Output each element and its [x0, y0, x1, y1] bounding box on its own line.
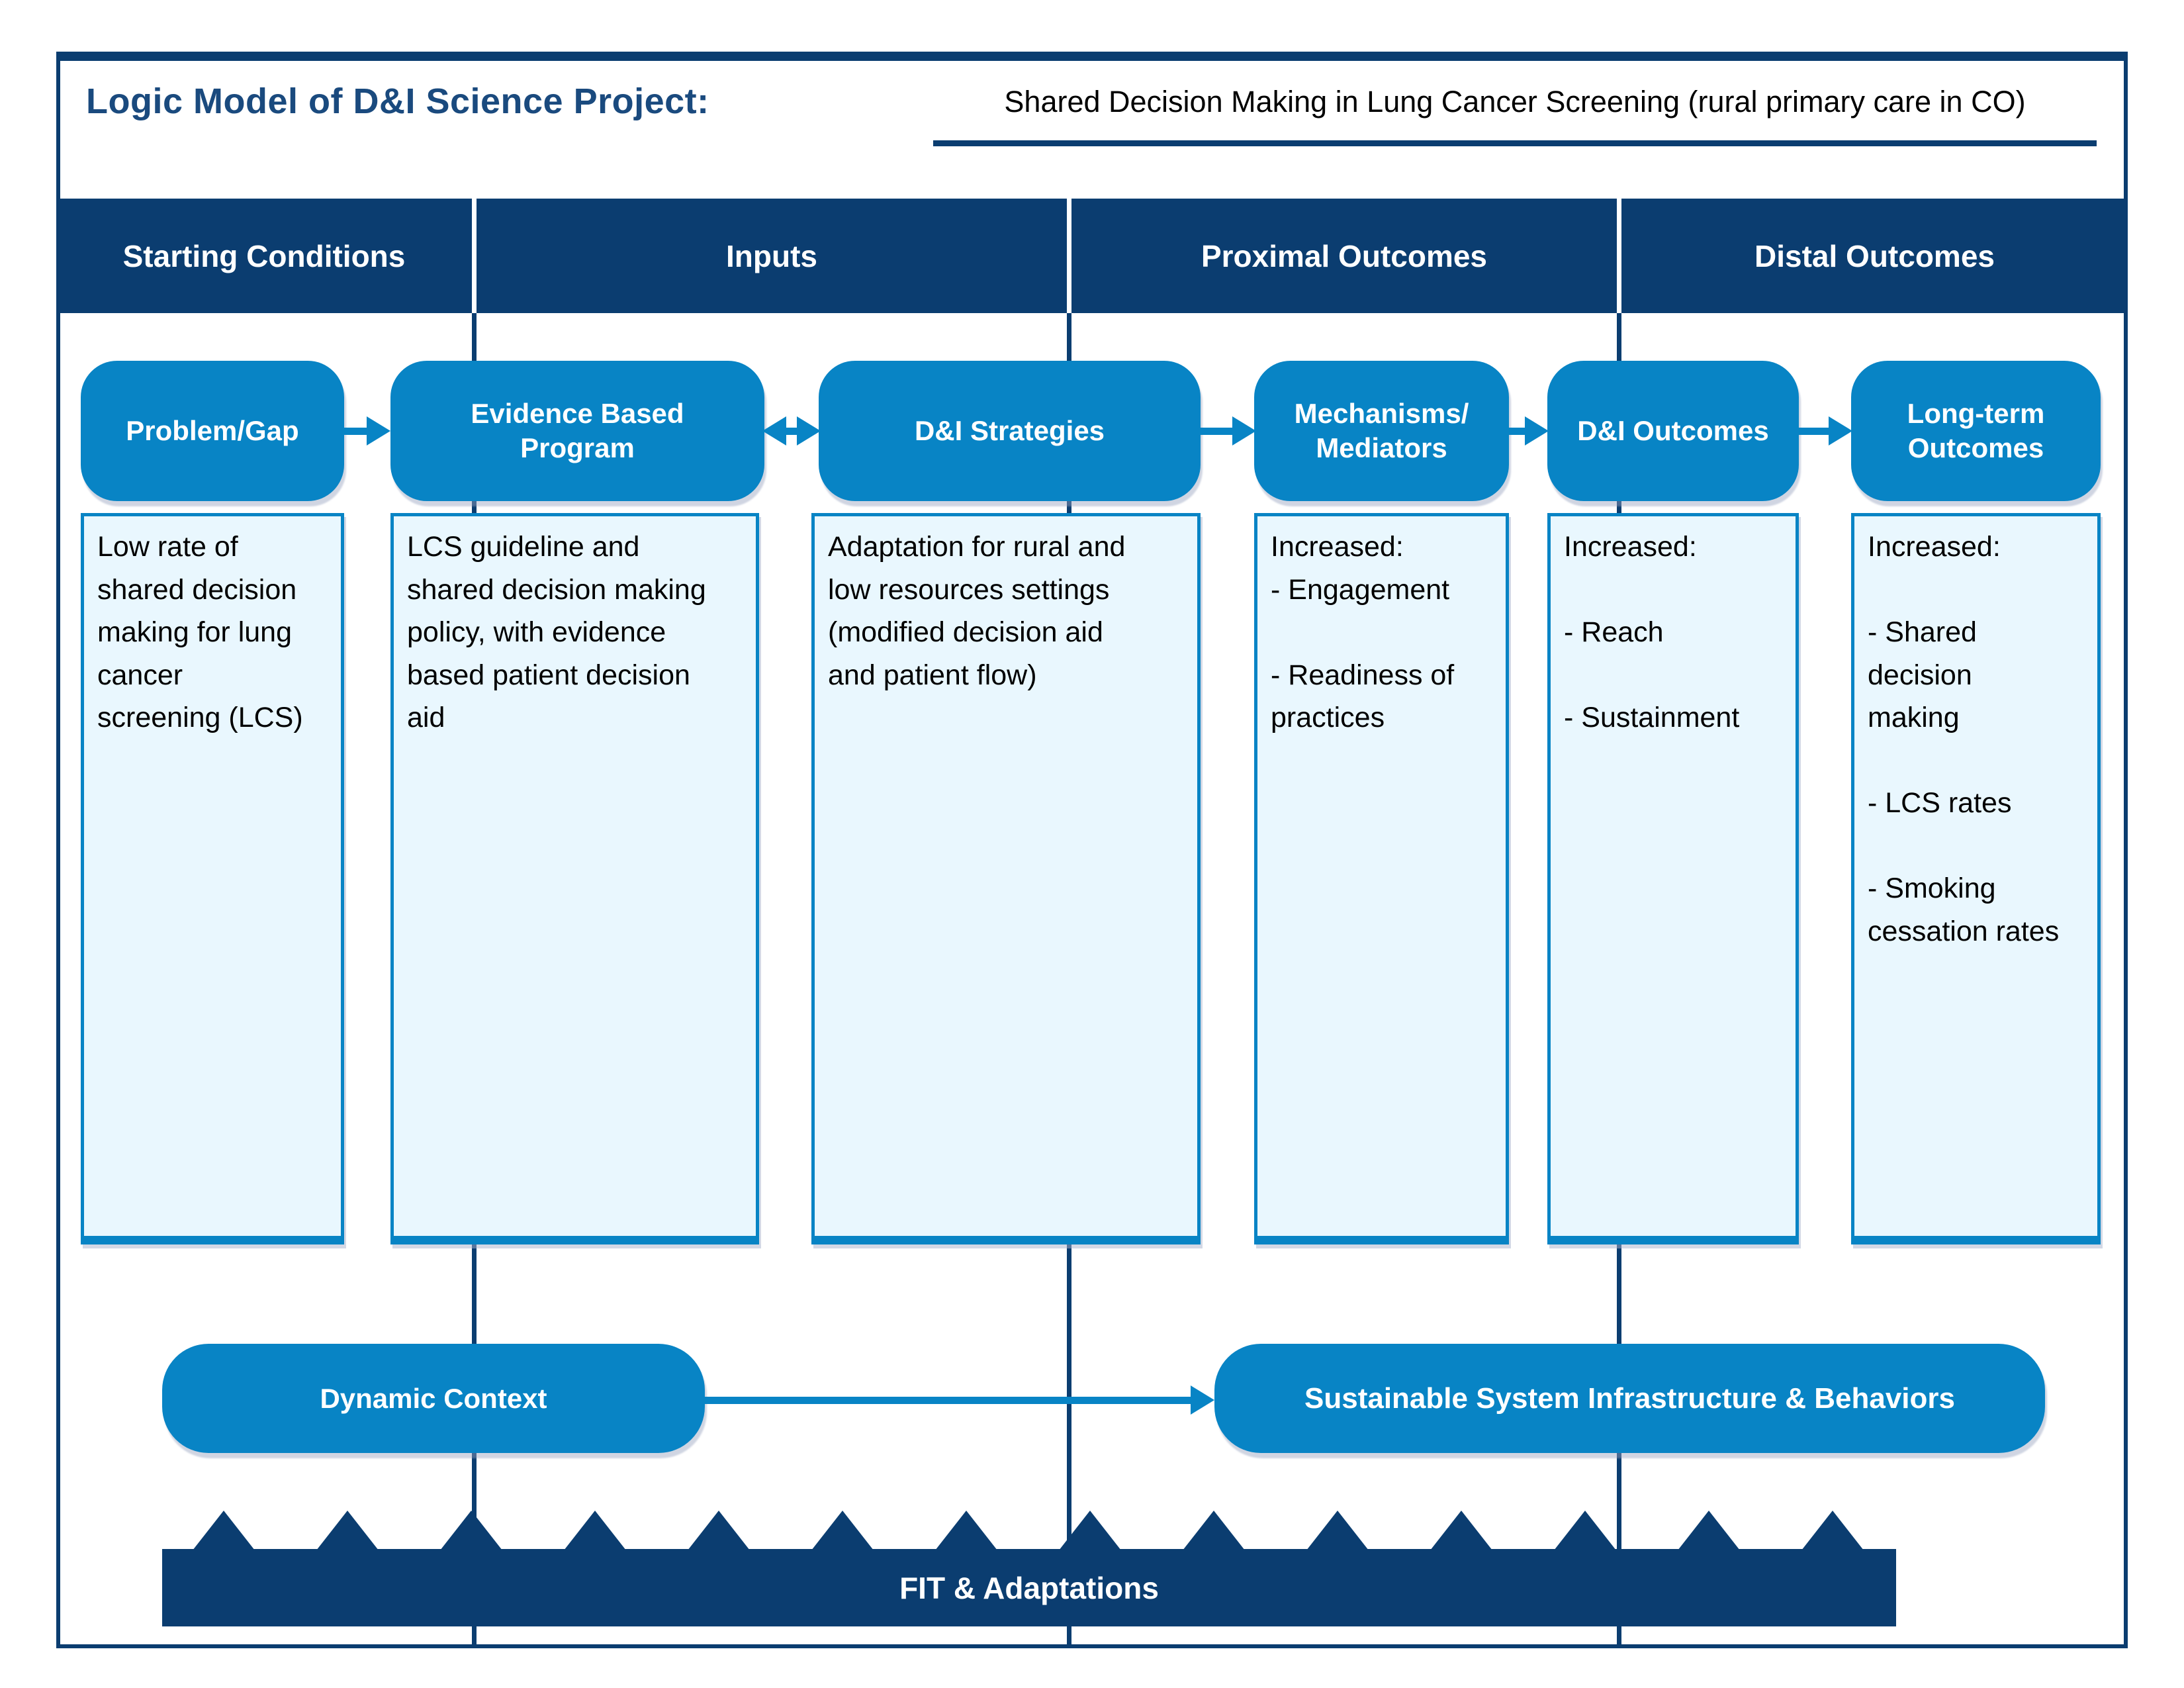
arrow-mechanisms-to-outcomes	[1508, 416, 1549, 445]
header-band: Starting Conditions Inputs Proximal Outc…	[56, 199, 2128, 313]
detail-box-mechanisms-mediators: Increased: - Engagement - Readiness of p…	[1254, 513, 1509, 1244]
detail-box-problem-gap: Low rate of shared decision making for l…	[81, 513, 344, 1244]
arrow-shaft	[341, 427, 367, 435]
arrow-right-icon	[367, 416, 390, 445]
column-header-distal-outcomes: Distal Outcomes	[1754, 238, 1995, 273]
dynamic-context-label: Dynamic Context	[320, 1382, 547, 1414]
column-header-starting-conditions: Starting Conditions	[122, 238, 406, 273]
flow-box-long-term-outcomes: Long-term Outcomes	[1851, 361, 2101, 501]
flow-box-di-strategies: D&I Strategies	[819, 361, 1201, 501]
flow-box-problem-gap: Problem/Gap	[81, 361, 344, 501]
header-divider-3	[1617, 199, 1621, 313]
arrow-shaft	[705, 1396, 1191, 1404]
column-header-inputs: Inputs	[726, 238, 817, 273]
project-subtitle: Shared Decision Making in Lung Cancer Sc…	[1004, 85, 2026, 118]
detail-box-di-outcomes: Increased: - Reach - Sustainment	[1547, 513, 1799, 1244]
arrow-strategies-to-mechanisms	[1199, 416, 1256, 445]
arrow-shaft	[1199, 427, 1232, 435]
arrow-problem-to-program	[341, 416, 390, 445]
fit-band-body	[162, 1549, 1896, 1626]
flow-box-mechanisms-mediators: Mechanisms/ Mediators	[1254, 361, 1509, 501]
sustainable-system-label: Sustainable System Infrastructure & Beha…	[1304, 1382, 1955, 1415]
arrow-outcomes-to-longterm	[1797, 416, 1852, 445]
flow-box-evidence-based-program: Evidence Based Program	[390, 361, 764, 501]
column-header-proximal-outcomes: Proximal Outcomes	[1201, 238, 1488, 273]
header-divider-1	[472, 199, 477, 313]
detail-box-evidence-based-program: LCS guideline and shared decision making…	[390, 513, 759, 1244]
arrow-shaft	[1508, 427, 1525, 435]
arrow-shaft	[786, 427, 797, 435]
page-title: Logic Model of D&I Science Project:	[86, 81, 709, 121]
arrow-right-icon	[1829, 416, 1852, 445]
flow-box-label: D&I Outcomes	[1577, 414, 1769, 446]
subtitle-underline	[933, 140, 2097, 146]
detail-box-long-term-outcomes: Increased: - Shared decision making - LC…	[1851, 513, 2101, 1244]
arrow-context-to-sustainable	[705, 1385, 1214, 1415]
arrow-right-icon	[797, 416, 821, 445]
zigzag-pattern	[162, 1511, 1896, 1550]
flow-box-label: Long-term Outcomes	[1907, 397, 2045, 464]
sustainable-system-box: Sustainable System Infrastructure & Beha…	[1214, 1344, 2045, 1453]
arrow-shaft	[1797, 427, 1829, 435]
flow-box-di-outcomes: D&I Outcomes	[1547, 361, 1799, 501]
flow-box-label: Evidence Based Program	[471, 397, 684, 464]
fit-adaptations-label: FIT & Adaptations	[899, 1570, 1159, 1605]
detail-box-di-strategies: Adaptation for rural and low resources s…	[811, 513, 1201, 1244]
header-divider-2	[1067, 199, 1071, 313]
arrow-right-icon	[1232, 416, 1256, 445]
flow-box-label: Problem/Gap	[126, 414, 299, 446]
flow-box-label: Mechanisms/ Mediators	[1294, 397, 1469, 464]
fit-band	[162, 1511, 1896, 1626]
flow-box-label: D&I Strategies	[914, 414, 1105, 446]
arrow-left-icon	[762, 416, 786, 445]
arrow-program-strategies-bidirectional	[762, 416, 821, 445]
dynamic-context-box: Dynamic Context	[162, 1344, 705, 1453]
outer-frame	[56, 52, 2128, 1648]
arrow-right-icon	[1191, 1385, 1214, 1415]
arrow-right-icon	[1525, 416, 1549, 445]
